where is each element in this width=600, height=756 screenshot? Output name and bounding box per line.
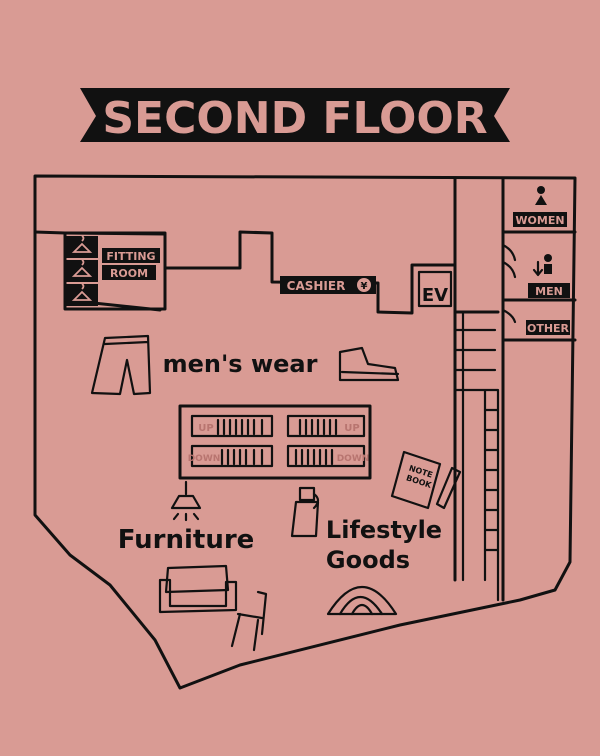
fitting-room-label-line2: ROOM	[110, 267, 148, 280]
men-restroom-icon	[532, 254, 552, 277]
cashier-label: CASHIER	[287, 279, 346, 293]
page-title: SECOND FLOOR	[102, 93, 487, 144]
hanger-icon	[71, 235, 93, 253]
escalator-up-right: UP	[344, 423, 359, 434]
mens-wear-label: men's wear	[163, 350, 318, 378]
elevator-label: EV	[422, 285, 448, 306]
notebook-icon: NOTE BOOK	[390, 450, 442, 510]
furniture-label: Furniture	[118, 525, 255, 555]
tent-icon	[326, 586, 398, 616]
women-restroom-icon	[535, 186, 547, 205]
hanger-icon	[71, 259, 93, 277]
restrooms: WOMEN MEN OTHER	[453, 176, 577, 602]
floor-outline	[33, 174, 577, 690]
fitting-room	[63, 231, 167, 311]
chair-icon	[230, 590, 268, 652]
escalator-down-right: DOWN	[337, 454, 370, 464]
lifestyle-label-line1: Lifestyle	[326, 516, 442, 544]
stairs-icon	[453, 310, 500, 602]
pants-icon	[90, 334, 152, 396]
title-banner: SECOND FLOOR	[80, 88, 510, 144]
sofa-icon	[158, 564, 238, 614]
fitting-stalls	[66, 235, 98, 306]
women-label: WOMEN	[515, 214, 564, 227]
thermos-bottle-icon	[290, 486, 320, 538]
escalator-down-left: DOWN	[188, 454, 221, 464]
fitting-room-label: FITTING ROOM	[102, 248, 160, 280]
escalator-icon: UP UP DOWN DOWN	[178, 404, 372, 480]
hanger-icon	[71, 283, 93, 301]
lamp-icon	[170, 480, 202, 522]
yen-icon: ¥	[361, 281, 368, 292]
sneaker-icon	[338, 346, 400, 382]
other-label: OTHER	[527, 322, 570, 335]
fitting-room-label-line1: FITTING	[106, 250, 155, 263]
pen-icon	[435, 466, 462, 510]
elevator: EV	[417, 270, 453, 308]
lifestyle-label-line2: Goods	[326, 546, 410, 574]
men-label: MEN	[535, 285, 563, 298]
cashier: CASHIER ¥	[280, 276, 376, 294]
escalator-up-left: UP	[198, 423, 213, 434]
